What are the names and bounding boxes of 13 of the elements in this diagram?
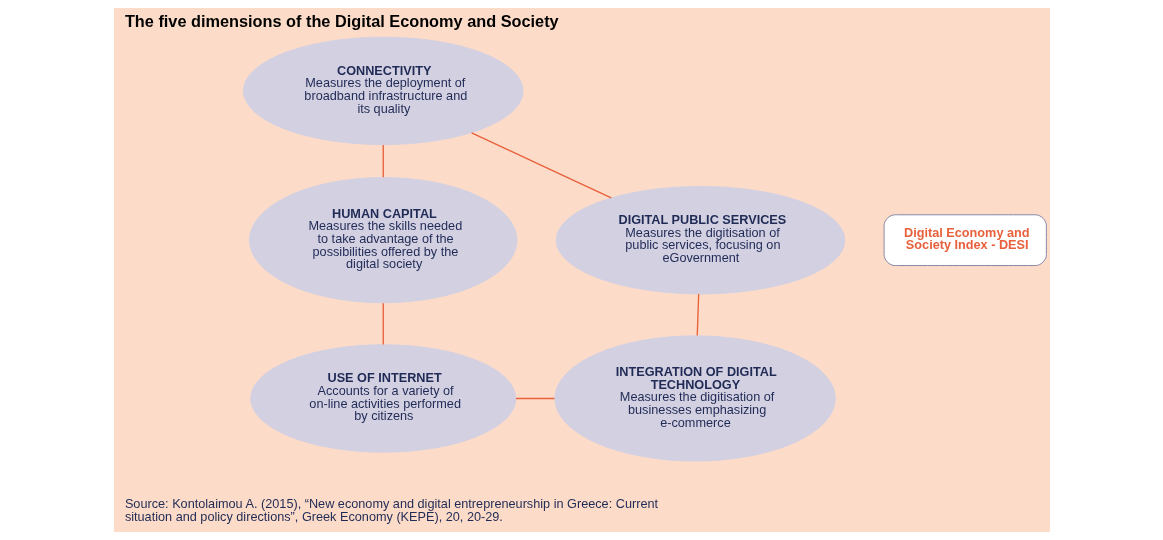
connector [382,144,384,178]
caption: Source: Kontolaimou A. (2015), “New economy and digital entrepreneurship in Greece: Current situation and policy directions”, Greek Economy (KEPE), 20, 20-29. [124,496,658,525]
diagram-title: The five dimensions of the Digital Economy and Society [124,12,559,31]
node-ellipse: HUMAN CAPITAL Measures the skills needed to take advantage of the possibilities offered by the digital society [248,177,517,304]
connector [696,293,699,337]
node-ellipse: DIGITAL PUBLIC SERVICES Measures the digitisation of public services, focusing on eGovernment [555,185,845,295]
connector [470,132,612,199]
node-ellipse: INTEGRATION OF DIGITAL TECHNOLOGY Measures the digitisation of businesses emphasizing e-commerce [553,335,836,462]
node-ellipse: CONNECTIVITY Measures the deployment of broadband infrastructure and its quality [242,36,524,146]
connector [382,302,384,346]
node-box: Digital Economy and Society Index - DESI [883,214,1047,266]
node-ellipse: USE OF INTERNET Accounts for a variety of on-line activities performed by citizens [249,344,516,453]
connector [514,397,555,400]
